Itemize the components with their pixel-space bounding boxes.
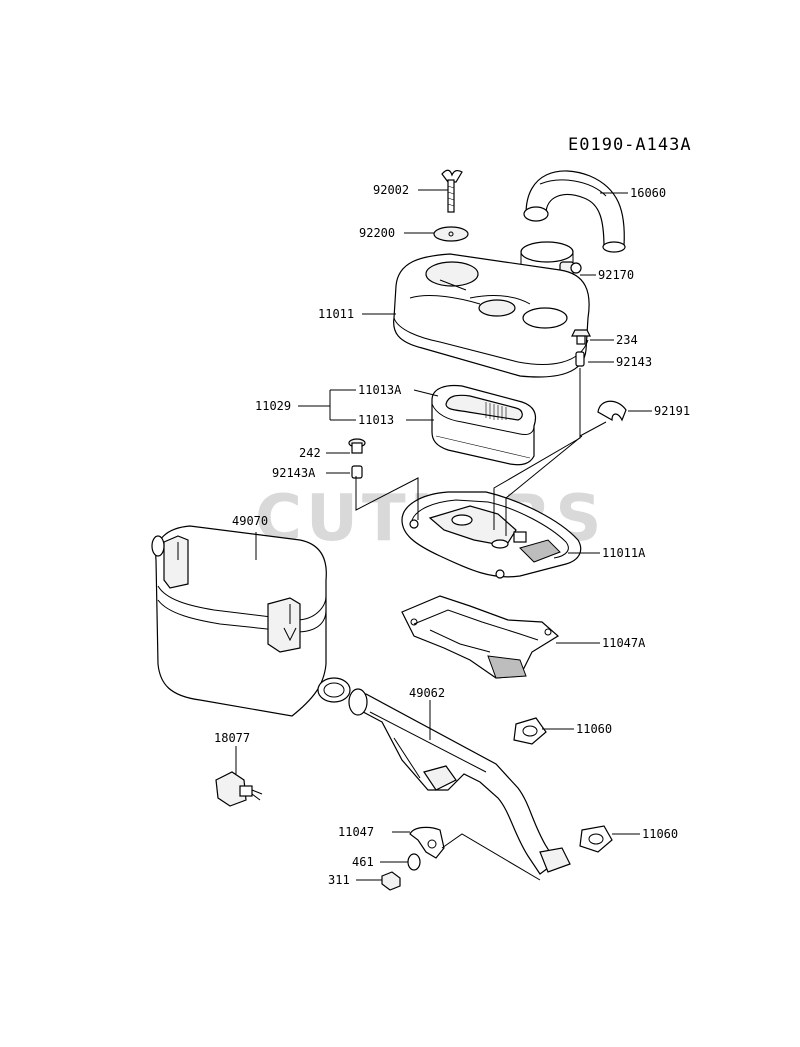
label-92200: 92200: [359, 226, 395, 240]
label-49062: 49062: [409, 686, 445, 700]
label-461: 461: [352, 855, 374, 869]
label-49070: 49070: [232, 514, 268, 528]
air-filter-drawing: [431, 384, 537, 466]
label-92143A: 92143A: [272, 466, 316, 480]
label-18077: 18077: [214, 731, 250, 745]
part-labels: 92002 16060 92200 92170 11011 234 92143 …: [214, 183, 690, 887]
label-11013A: 11013A: [358, 383, 402, 397]
label-11011A: 11011A: [602, 546, 646, 560]
leader-lines: [235, 189, 652, 881]
label-11011: 11011: [318, 307, 354, 321]
bolt-234-drawing: [571, 329, 591, 345]
label-92191: 92191: [654, 404, 690, 418]
muffler-drawing: [151, 525, 351, 717]
breather-hose-drawing: [597, 400, 627, 422]
exhaust-pipe-drawing: [348, 688, 571, 875]
exhaust-bracket-drawing: [409, 826, 445, 859]
wing-bolt-drawing: [441, 169, 463, 213]
intake-elbow-drawing: [523, 170, 626, 253]
air-cleaner-cover-drawing: [393, 253, 590, 378]
label-11047A: 11047A: [602, 636, 646, 650]
label-234: 234: [616, 333, 638, 347]
label-92002: 92002: [373, 183, 409, 197]
lock-washer-drawing: [407, 853, 421, 871]
label-11060-lower: 11060: [642, 827, 678, 841]
gasket-upper-drawing: [513, 717, 547, 745]
label-242: 242: [299, 446, 321, 460]
label-311: 311: [328, 873, 350, 887]
label-11047: 11047: [338, 825, 374, 839]
collar-92143a-drawing: [351, 465, 363, 479]
label-92143: 92143: [616, 355, 652, 369]
label-92170: 92170: [598, 268, 634, 282]
hex-nut-drawing: [381, 871, 401, 891]
bolt-242-drawing: [348, 438, 366, 454]
gasket-lower-drawing: [579, 825, 613, 853]
sensor-switch-drawing: [215, 771, 263, 807]
label-11013: 11013: [358, 413, 394, 427]
collar-92143-drawing: [575, 351, 585, 367]
diagram-code: E0190-A143A: [568, 135, 692, 155]
label-11029: 11029: [255, 399, 291, 413]
label-16060: 16060: [630, 186, 666, 200]
label-11060-upper: 11060: [576, 722, 612, 736]
washer-drawing: [433, 226, 469, 242]
heat-shield-plate-drawing: [401, 595, 560, 679]
